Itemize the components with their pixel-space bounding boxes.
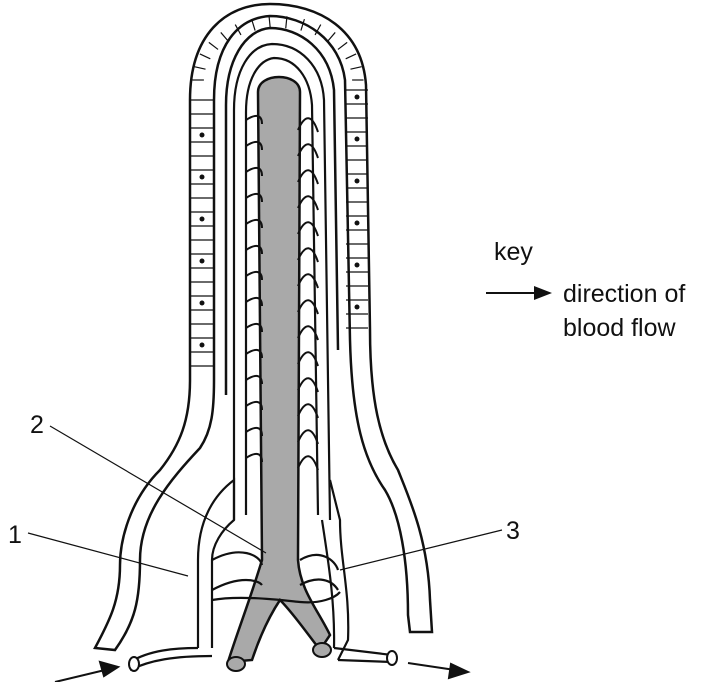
label-3: 3 xyxy=(506,519,520,544)
flow-arrows xyxy=(55,662,468,682)
cell-nucleus xyxy=(200,175,205,180)
cell-wall xyxy=(194,67,205,69)
cell-nucleus xyxy=(355,305,360,310)
cell-nucleus xyxy=(200,259,205,264)
leader-1 xyxy=(28,533,188,576)
cell-nucleus xyxy=(355,263,360,268)
cell-nucleus xyxy=(200,217,205,222)
cell-wall xyxy=(346,54,356,59)
cell-nucleus xyxy=(355,179,360,184)
cell-nucleus xyxy=(200,343,205,348)
key-arrow-icon xyxy=(486,283,556,303)
label-2: 2 xyxy=(30,413,44,438)
cell-nucleus xyxy=(355,137,360,142)
key-line-2: blood flow xyxy=(563,311,685,345)
cell-nucleus xyxy=(355,221,360,226)
cell-wall xyxy=(338,42,347,49)
cell-wall xyxy=(328,32,336,41)
cell-nucleus xyxy=(355,95,360,100)
cell-nucleus xyxy=(200,133,205,138)
cell-wall xyxy=(350,67,361,69)
cell-wall xyxy=(200,54,210,59)
key-title: key xyxy=(494,240,533,265)
key-line-1: direction of xyxy=(563,277,685,311)
cell-wall xyxy=(269,16,270,28)
cell-wall xyxy=(221,32,229,41)
cell-wall xyxy=(209,42,218,49)
lacteal xyxy=(228,77,330,662)
cell-nucleus xyxy=(200,301,205,306)
label-1: 1 xyxy=(8,523,22,548)
key-description: direction of blood flow xyxy=(563,277,685,345)
vessel-ends xyxy=(129,643,397,671)
